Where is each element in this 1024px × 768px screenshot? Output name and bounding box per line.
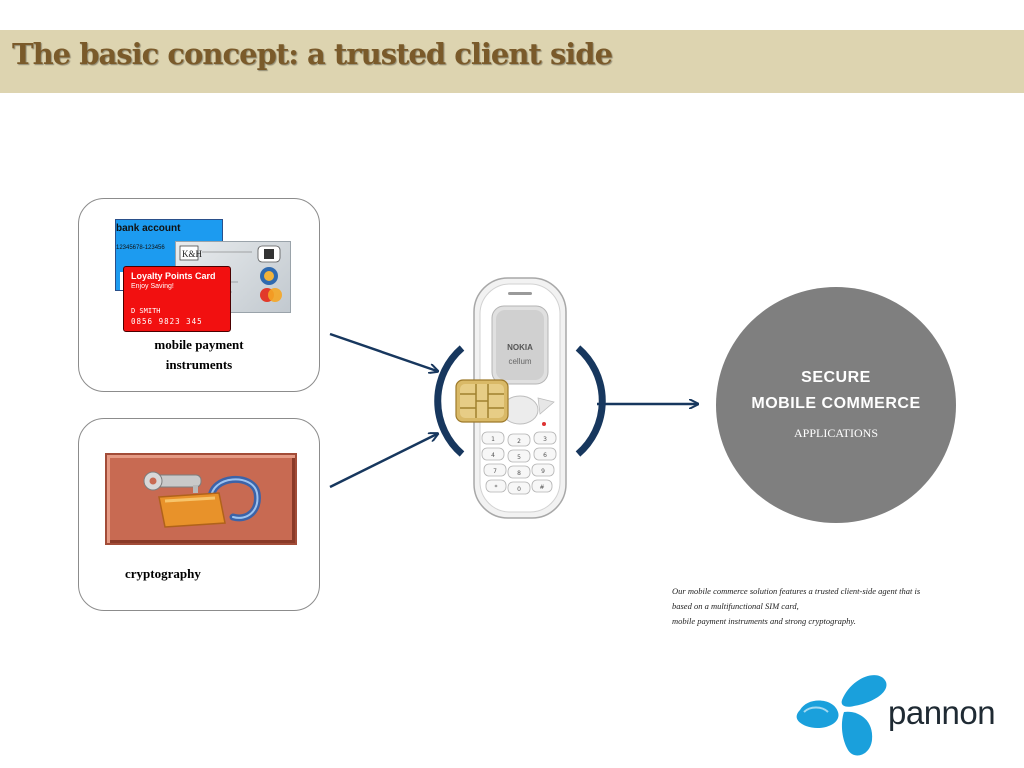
svg-text:4: 4 — [491, 452, 495, 459]
payment-instruments-label: mobile payment instruments — [139, 335, 259, 375]
svg-text:#: # — [539, 484, 544, 491]
svg-text:2: 2 — [517, 438, 521, 445]
phone-graphic: NOKIA cellum 1 2 3 4 5 6 7 8 9 * 0 # — [434, 277, 606, 519]
credit-card-graphic: K&H — [179, 245, 282, 302]
loyalty-points-card: Loyalty Points Card Enjoy Saving! D SMIT… — [123, 266, 231, 332]
svg-text:8: 8 — [517, 470, 521, 477]
loyalty-card-number: 0856 9823 345 — [131, 317, 203, 326]
arrow-crypto-to-phone — [329, 434, 437, 489]
title-bar: The basic concept: a trusted client side — [0, 30, 1024, 93]
svg-text:3: 3 — [543, 436, 547, 443]
payment-label-line2: instruments — [165, 357, 233, 372]
cryptography-label: cryptography — [125, 566, 201, 581]
bank-card-number: 12345678-123456 — [116, 245, 165, 251]
loyalty-card-holder: D SMITH — [131, 307, 161, 315]
svg-text:1: 1 — [491, 436, 495, 443]
payment-label-line1: mobile payment — [154, 337, 244, 352]
phone-brand: NOKIA — [507, 343, 533, 352]
pannon-logo-text: pannon — [888, 694, 996, 731]
arrow-payment-to-phone — [329, 332, 437, 371]
svg-text:5: 5 — [517, 454, 521, 461]
phone-operator: cellum — [508, 357, 531, 366]
caption-text: Our mobile commerce solution features a … — [672, 584, 992, 629]
svg-text:K&H: K&H — [182, 249, 203, 259]
result-line3: APPLICATIONS — [793, 426, 878, 440]
slide-title: The basic concept: a trusted client side — [12, 37, 613, 71]
loyalty-card-title: Loyalty Points Card — [131, 271, 216, 281]
padlock-key-icon — [105, 453, 297, 545]
caption-line2: based on a multifunctional SIM card, — [672, 601, 799, 611]
svg-text:9: 9 — [541, 468, 545, 475]
secure-mobile-commerce-circle: SECURE MOBILE COMMERCE APPLICATIONS — [716, 287, 956, 523]
result-line2: MOBILE COMMERCE — [751, 395, 921, 412]
svg-text:7: 7 — [493, 468, 497, 475]
pannon-logo-icon — [796, 675, 887, 756]
mobile-phone: NOKIA cellum 1 2 3 4 5 6 7 8 9 * 0 # — [434, 276, 606, 522]
bank-card-title: bank account — [116, 223, 181, 234]
svg-text:0: 0 — [517, 486, 521, 493]
svg-text:6: 6 — [543, 452, 547, 459]
result-line1: SECURE — [801, 369, 871, 386]
sim-chip-icon — [455, 379, 509, 423]
caption-line3: mobile payment instruments and strong cr… — [672, 616, 856, 626]
cryptography-box: cryptography — [78, 418, 320, 611]
padlock-graphic — [143, 471, 261, 528]
loyalty-card-subtitle: Enjoy Saving! — [131, 283, 174, 290]
caption-line1: Our mobile commerce solution features a … — [672, 586, 921, 596]
svg-text:*: * — [495, 484, 498, 491]
payment-instruments-box: bank account 12345678-123456 K&H Loyalty… — [78, 198, 320, 392]
